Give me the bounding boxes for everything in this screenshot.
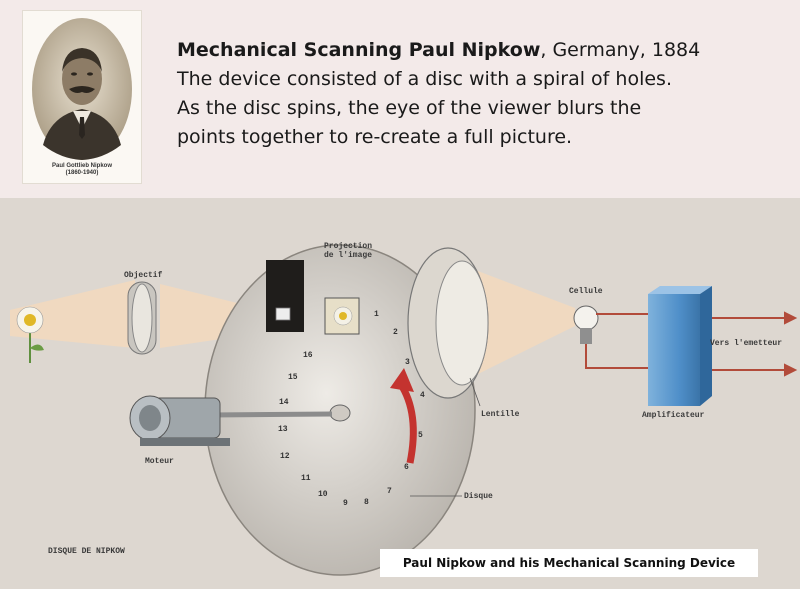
label-projection-line1: Projection (324, 242, 373, 251)
disc-number-4: 4 (420, 391, 425, 400)
label-amplificateur: Amplificateur (642, 411, 705, 420)
motor-icon (129, 395, 230, 446)
label-objectif: Objectif (124, 271, 163, 280)
disc-number-14: 14 (279, 398, 289, 407)
label-projection: Projection de l'image (324, 242, 372, 260)
intro-line-2: The device consisted of a disc with a sp… (177, 68, 672, 90)
flower-icon (16, 306, 44, 363)
light-beam-lentille (470, 268, 575, 378)
diagram-illustration (10, 244, 798, 576)
disc-number-2: 2 (393, 328, 398, 337)
figure-caption: Paul Nipkow and his Mechanical Scanning … (380, 549, 758, 577)
lentille-lens-icon (407, 247, 489, 399)
disc-number-5: 5 (418, 431, 423, 440)
photocell-icon (573, 305, 599, 344)
portrait-card: Paul Gottlieb Nipkow (1860-1940) (22, 10, 142, 184)
label-projection-line2: de l'image (324, 251, 373, 260)
intro-line-3: As the disc spins, the eye of the viewer… (177, 97, 642, 119)
disc-number-6: 6 (404, 463, 409, 472)
output-arrows-icon (712, 311, 798, 377)
disc-number-11: 11 (301, 474, 311, 483)
disc-number-16: 16 (303, 351, 313, 360)
disc-number-12: 12 (280, 452, 290, 461)
intro-title-line: Mechanical Scanning Paul Nipkow, Germany… (177, 36, 777, 65)
motor-shaft (209, 411, 333, 418)
light-beam-left (10, 280, 135, 348)
label-cellule: Cellule (569, 287, 603, 296)
amplifier-box (648, 286, 712, 406)
aperture-box (266, 260, 304, 332)
objectif-lens-icon (127, 281, 157, 355)
label-disque: Disque (464, 492, 493, 501)
disc-number-1: 1 (374, 310, 379, 319)
disc-number-13: 13 (278, 425, 288, 434)
portrait-name: Paul Gottlieb Nipkow (51, 163, 112, 169)
disc-number-10: 10 (318, 490, 328, 499)
label-vers-emetteur: Vers l'emetteur (710, 339, 783, 348)
wire-bottom (585, 344, 650, 369)
disc-number-8: 8 (364, 498, 369, 507)
portrait-years: (1860-1940) (65, 170, 99, 176)
intro-text: Mechanical Scanning Paul Nipkow, Germany… (177, 36, 777, 152)
disc-number-9: 9 (343, 499, 348, 508)
disc-number-15: 15 (288, 373, 298, 382)
lentille-pointer (469, 377, 481, 407)
disc-number-3: 3 (405, 358, 410, 367)
rotation-arrow-icon (390, 368, 417, 464)
portrait-photo (32, 18, 132, 160)
label-disque-nipkow: DISQUE DE NIPKOW (48, 547, 125, 556)
disc-number-7: 7 (387, 487, 392, 496)
intro-title-suffix: , Germany, 1884 (540, 39, 701, 61)
intro-title: Mechanical Scanning Paul Nipkow (177, 39, 541, 61)
label-moteur: Moteur (145, 457, 174, 466)
intro-line-4: points together to re-create a full pict… (177, 126, 573, 148)
nipkow-diagram: Objectif Projection de l'image Cellule V… (0, 198, 800, 589)
portrait-caption: Paul Gottlieb Nipkow (1860-1940) (23, 163, 141, 177)
label-lentille: Lentille (481, 410, 520, 419)
